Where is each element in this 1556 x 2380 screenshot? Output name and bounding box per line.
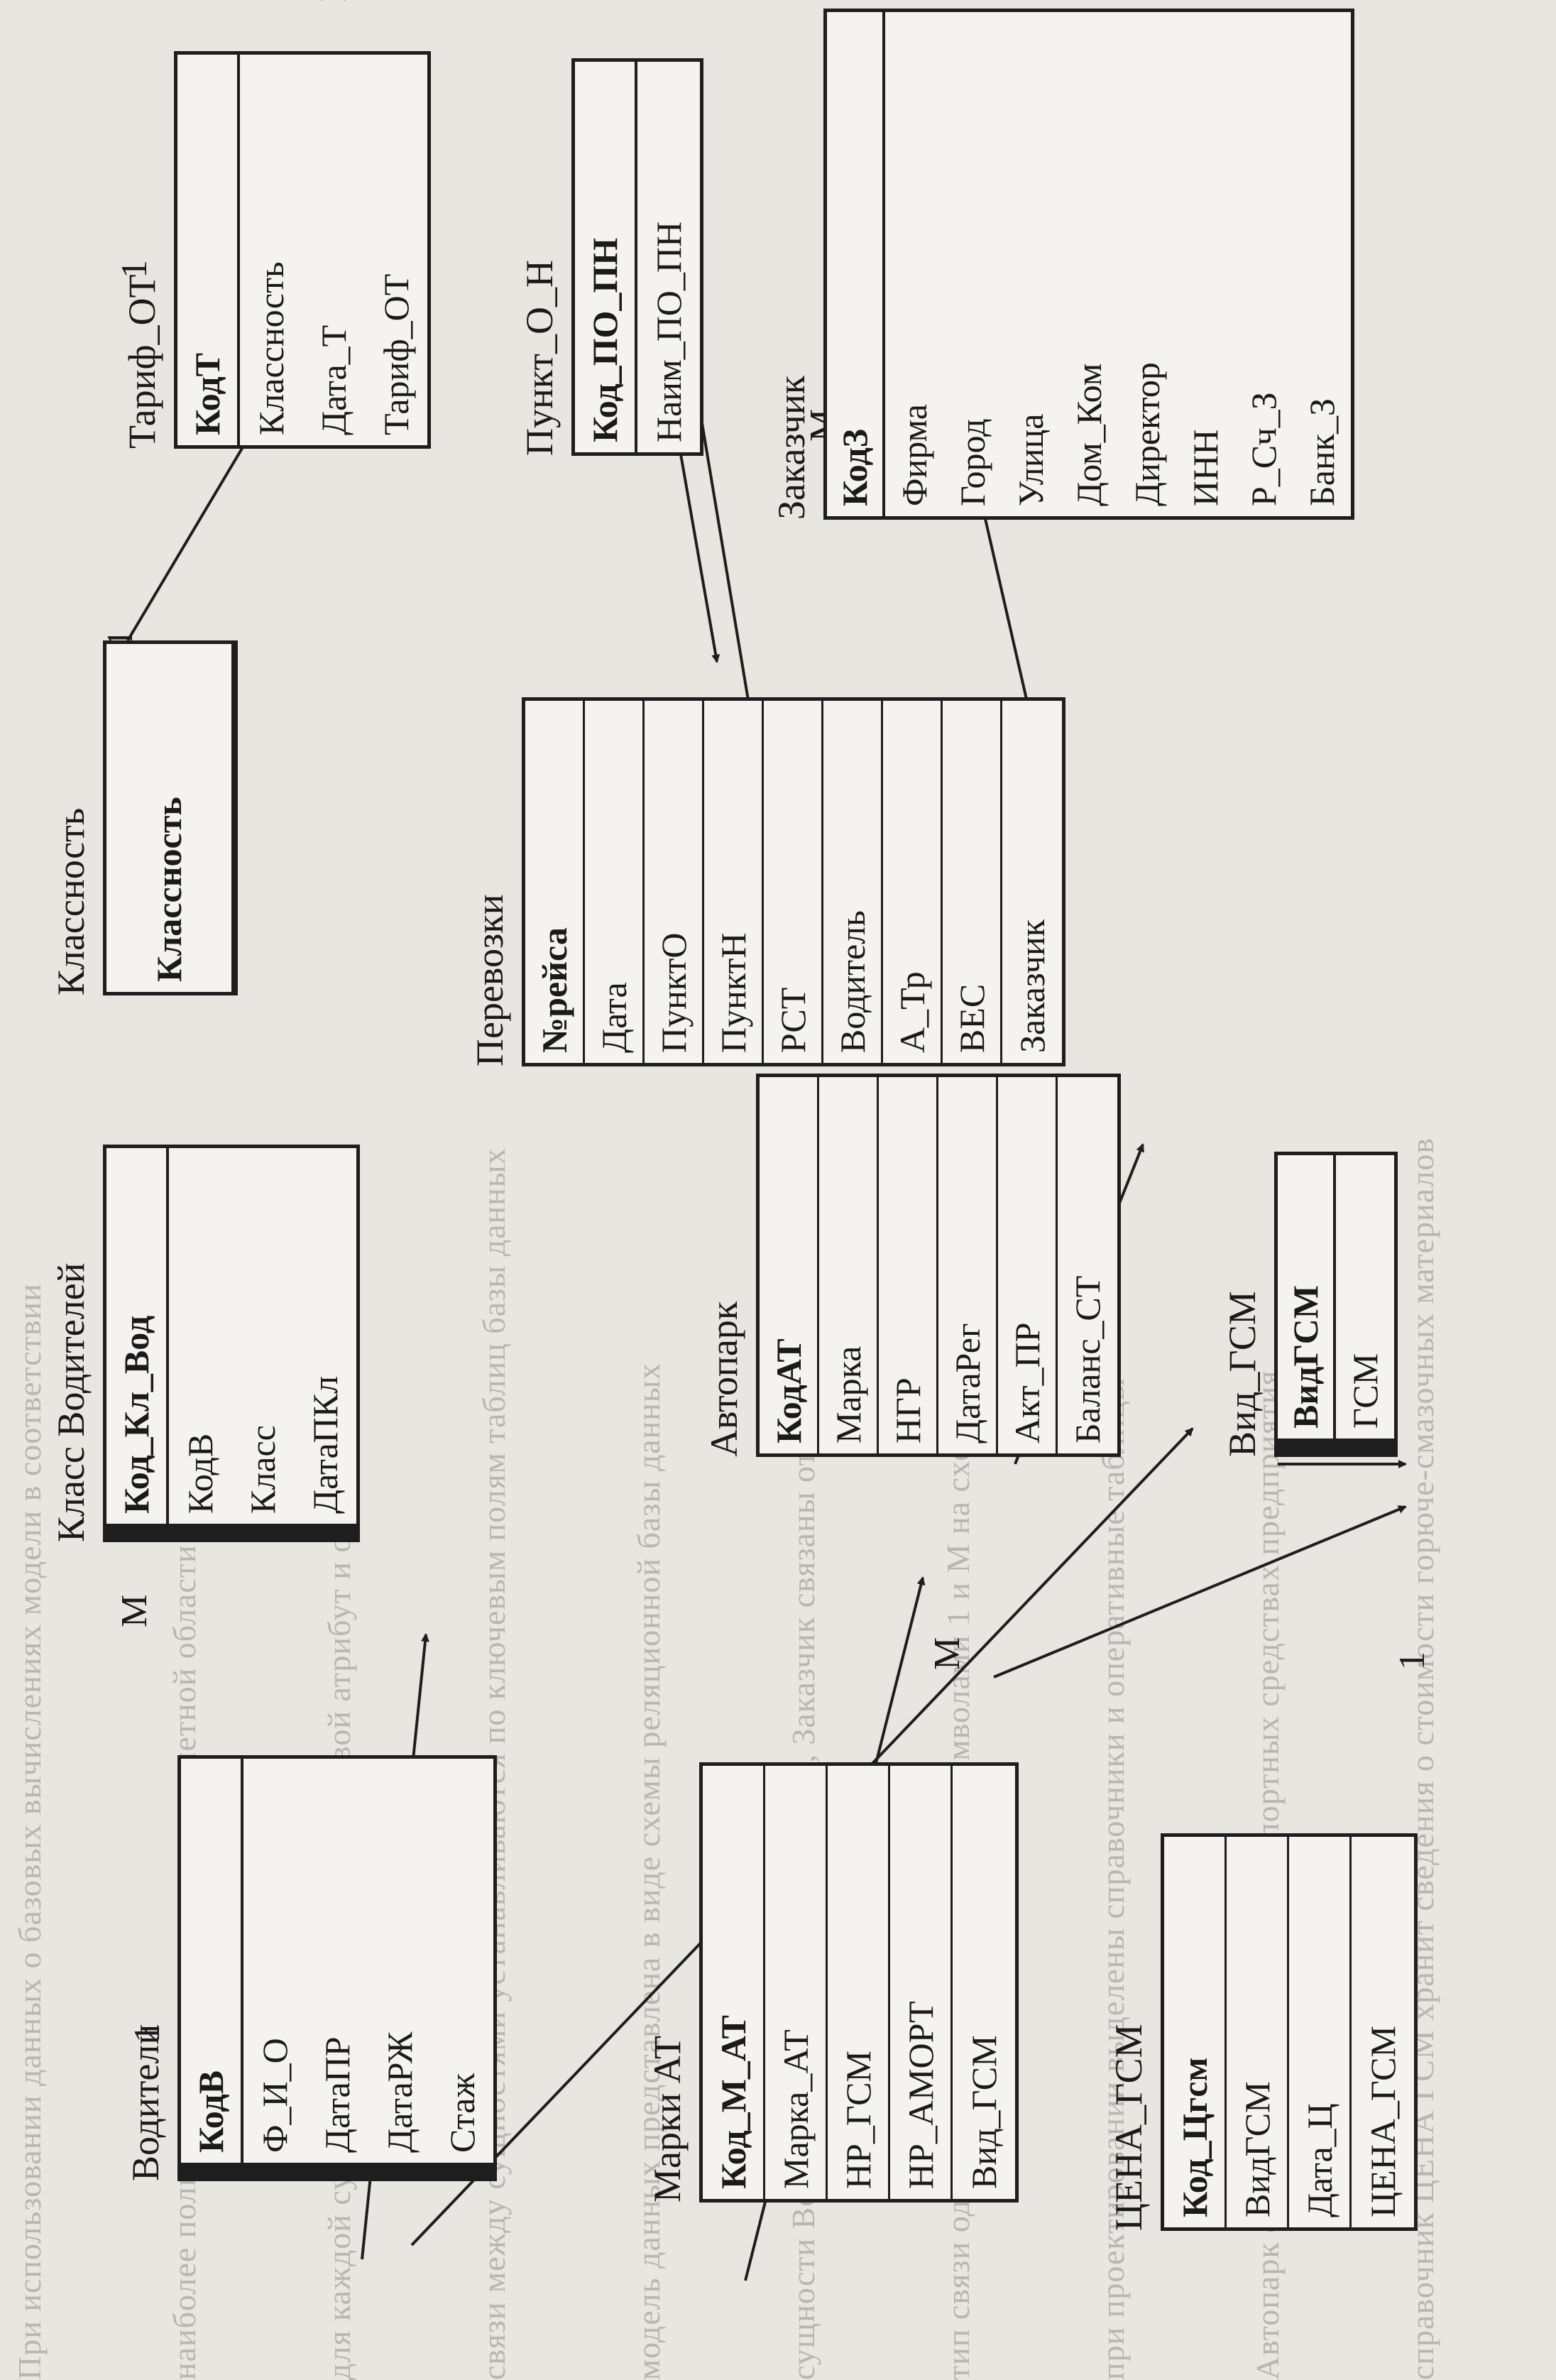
entity-title: Классность — [50, 807, 92, 995]
attribute-field: ВЕС — [943, 701, 1002, 1063]
primary-key-field: Код_М_АТ — [703, 1766, 765, 2199]
attribute-field: ПунктО — [645, 701, 704, 1063]
card-many: M — [927, 1637, 968, 1670]
link-marki-vidgsm — [993, 1505, 1407, 1678]
entity-fields: Код_ПО_ПН Наим_ПО_ПН — [571, 58, 703, 456]
attribute-field: Дата_Ц — [1289, 1837, 1352, 2227]
primary-key-field: КодВ — [181, 1759, 243, 2163]
attribute-field: Стаж — [442, 2073, 482, 2153]
entity-title: Вид_ГСМ — [1221, 1291, 1264, 1457]
primary-key-field: Код_Кл_Вод — [106, 1148, 169, 1524]
attribute-field: ГСМ — [1345, 1353, 1385, 1429]
primary-key-field: КодЗ — [827, 12, 885, 516]
entity-title: Тариф_ОТ — [121, 274, 163, 449]
entity-title: Пункт_О_Н — [518, 259, 561, 456]
attribute-field: Дата — [585, 701, 645, 1063]
attribute-field: Баланс_СТ — [1068, 1275, 1107, 1443]
attribute-field: Дом_Ком — [1069, 363, 1109, 506]
primary-key-field: КодАТ — [760, 1077, 819, 1453]
entity-title: Перевозки — [469, 894, 511, 1066]
primary-key-field: №рейса — [525, 701, 585, 1063]
attribute-field: ДатаРег — [938, 1077, 998, 1453]
attribute-field: ДатаПР — [317, 2036, 357, 2153]
attribute-field: КодВ — [180, 1433, 220, 1514]
attribute-field: ПунктН — [704, 701, 764, 1063]
primary-key-field: КодТ — [177, 55, 240, 445]
attribute-field: Фирма — [894, 404, 934, 506]
entity-title: Водители — [124, 2024, 167, 2181]
entity-title: Заказчик — [770, 376, 813, 520]
attribute-field: Город — [953, 418, 992, 506]
attribute-field: Тариф_ОТ — [376, 273, 416, 435]
attribute-field: Марка — [819, 1077, 879, 1453]
attribute-field: Банк_З — [1302, 398, 1342, 506]
attribute-field: А_Тр — [883, 701, 943, 1063]
attribute-field: Наим_ПО_ПН — [649, 221, 689, 442]
entity-title: Автопарк — [703, 1301, 745, 1457]
entity-fields: Классность — [103, 640, 238, 995]
attribute-field: Класс — [243, 1425, 283, 1514]
attribute-field: РСТ — [764, 701, 823, 1063]
attribute-field: Водитель — [823, 701, 883, 1063]
attribute-field: ДатаПКл — [305, 1375, 345, 1514]
entity-fields: КодТ Классность Дата_Т Тариф_ОТ — [174, 51, 431, 449]
card-many: M — [114, 1594, 155, 1627]
attribute-field: Дата_Т — [314, 324, 354, 435]
entity-title: Марки АТ — [646, 2036, 689, 2202]
attribute-field: НР_АМОРТ — [890, 1766, 953, 2199]
attribute-field: Акт_ПР — [998, 1077, 1058, 1453]
attribute-field: Ф_И_О — [255, 2038, 295, 2153]
card-many: M — [312, 0, 354, 1]
card-one: 1 — [1392, 1652, 1432, 1670]
attribute-field: Директор — [1127, 362, 1167, 506]
primary-key-field: ВидГСМ — [1278, 1155, 1336, 1439]
entity-fields: КодВ Ф_И_О ДатаПР ДатаРЖ Стаж — [177, 1755, 497, 2181]
entity-title: Класс Водителей — [50, 1262, 92, 1542]
entity-title: ЦЕНА_ГСМ — [1107, 2024, 1150, 2231]
attribute-field: НГР — [879, 1077, 938, 1453]
attribute-field: Марка_АТ — [765, 1766, 828, 2199]
attribute-field: Классность — [251, 261, 291, 435]
attribute-field: Заказчик — [1012, 919, 1052, 1053]
attribute-field: Вид_ГСМ — [964, 2035, 1004, 2189]
primary-key-field: Код_Цгсм — [1164, 1837, 1227, 2227]
attribute-field: ДатаРЖ — [380, 2031, 420, 2153]
attribute-field: НР_ГСМ — [828, 1766, 890, 2199]
primary-key-field: Код_ПО_ПН — [575, 62, 637, 452]
attribute-field: ВидГСМ — [1227, 1837, 1289, 2227]
attribute-field: Улица — [1011, 413, 1051, 506]
attribute-field: ЦЕНА_ГСМ — [1363, 2026, 1403, 2217]
primary-key-field: Классность — [106, 644, 234, 992]
attribute-field: Р_Сч_З — [1244, 392, 1283, 506]
attribute-field: ИНН — [1185, 429, 1225, 506]
